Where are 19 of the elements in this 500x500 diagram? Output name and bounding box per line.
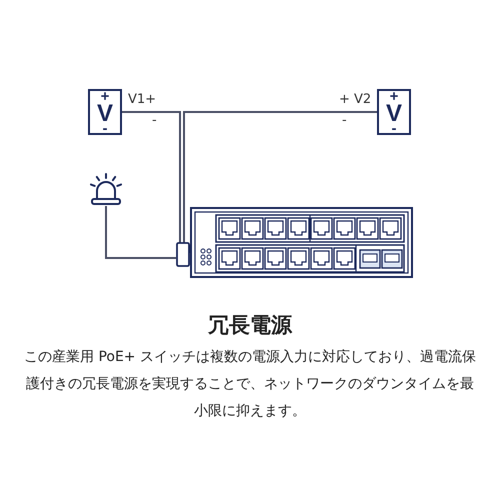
terminal-label: + V2 <box>339 93 372 107</box>
wire <box>105 206 176 259</box>
warning-light-icon <box>89 173 123 206</box>
polarity-sign: - <box>392 124 396 134</box>
power-supply-box <box>377 89 411 135</box>
network-switch <box>176 207 413 278</box>
terminal-label: V1+ <box>128 93 156 107</box>
wire <box>183 111 377 243</box>
polarity-sign: + <box>100 90 110 103</box>
voltage-symbol: V <box>386 103 402 124</box>
wire <box>122 111 181 243</box>
polarity-sign: + <box>390 90 398 103</box>
terminal-label: - <box>342 114 347 128</box>
terminal-label: - <box>152 114 157 128</box>
caption-text: この産業用 PoE+ スイッチは複数の電源入力に対応しており、過電流保護付きの冗長電源を実現することで、ネットワークのダウンタイムを最小限に抑えます。 <box>23 348 477 421</box>
polarity-sign: - <box>102 124 108 134</box>
power-supply-box <box>88 89 122 135</box>
voltage-symbol: V <box>96 103 113 124</box>
diagram-title: 冗長電源 <box>207 312 294 339</box>
